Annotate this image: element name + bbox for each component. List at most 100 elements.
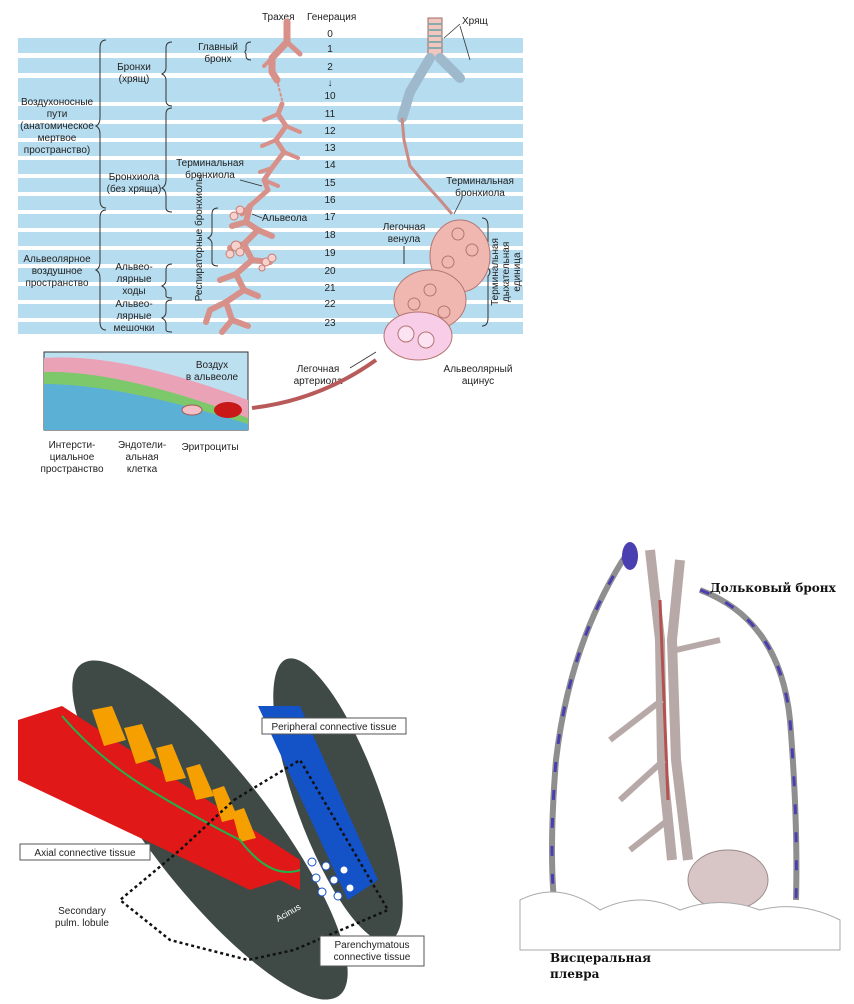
svg-text:Альвео-: Альвео-: [115, 262, 152, 273]
svg-text:дыхательная: дыхательная: [501, 242, 512, 303]
svg-text:лярные: лярные: [116, 274, 152, 285]
label-air-in-alveola: Воздух в альвеоле: [186, 360, 239, 383]
generation-number: 17: [324, 212, 336, 223]
subzone-alveolar-sacs: Альвео- лярные мешочки: [114, 299, 155, 334]
generation-number: 16: [324, 195, 336, 206]
lobule-sketch: [519, 542, 841, 951]
airway-3d-trachea: [397, 17, 465, 215]
generation-number: 0: [327, 29, 333, 40]
svg-text:пространство: пространство: [25, 278, 89, 289]
zone-airways: Воздухоносные пути (анатомическое мертво…: [20, 97, 94, 156]
label-axial-connective-tissue: Axial connective tissue: [19, 843, 151, 861]
label-endothelial-cell: Эндотели- альная клетка: [118, 440, 166, 475]
subzone-alveolar-ducts: Альвео- лярные ходы: [115, 262, 152, 297]
label-erythrocytes: Эритроциты: [181, 442, 238, 453]
generation-number: 14: [324, 160, 336, 171]
svg-text:циальное: циальное: [50, 452, 95, 463]
svg-text:Терминальная: Терминальная: [446, 176, 514, 187]
svg-text:клетка: клетка: [127, 464, 158, 475]
label-alveola: Альвеола: [262, 213, 308, 224]
label-cartilage: Хрящ: [462, 16, 488, 27]
acinus-alveoli: [307, 857, 355, 901]
svg-text:альная: альная: [125, 452, 158, 463]
svg-text:Главный: Главный: [198, 42, 238, 53]
leader-line: [459, 25, 471, 61]
zone-braces: [94, 39, 491, 333]
svg-text:артериола: артериола: [294, 376, 343, 387]
label-secondary-pulmonary-lobule: Secondary pulm. lobule: [55, 906, 109, 929]
subzone-bronchioles: Бронхиола (без хряща): [107, 172, 162, 195]
label-terminal-bronchiole-right: Терминальная бронхиола: [446, 176, 514, 199]
svg-text:пространство): пространство): [24, 145, 90, 156]
svg-text:пути: пути: [47, 109, 68, 120]
svg-text:(без хряща): (без хряща): [107, 183, 162, 195]
svg-text:Axial connective tissue: Axial connective tissue: [34, 848, 136, 859]
svg-text:Терминальная: Терминальная: [490, 238, 501, 306]
generation-number: 15: [324, 178, 336, 189]
svg-text:Secondary: Secondary: [58, 906, 106, 917]
svg-text:Parenchymatous: Parenchymatous: [334, 940, 409, 951]
label-lobular-bronchus: Дольковый бронх: [710, 581, 837, 595]
cartilage-stripes: [92, 706, 256, 842]
svg-text:Peripheral connective tissue: Peripheral connective tissue: [271, 722, 397, 733]
zone-alveolar-space: Альвеолярное воздушное пространство: [23, 254, 91, 289]
svg-text:(хрящ): (хрящ): [119, 74, 150, 85]
leader-line: [453, 197, 463, 215]
svg-text:Интерсти-: Интерсти-: [49, 440, 96, 451]
axial-red-band: [18, 706, 300, 890]
svg-text:Бронхи: Бронхи: [117, 62, 151, 73]
alveoli-clusters: [225, 205, 277, 272]
generation-number: 23: [324, 318, 336, 329]
svg-text:Воздух: Воздух: [196, 360, 228, 371]
terminal-respiratory-unit: [383, 219, 491, 361]
label-terminal-bronchiole-left: Терминальная бронхиола: [176, 158, 244, 181]
generation-numbers: 0 1 2 ↓ 10 11 12 13 14 15 16 17 18 19 20…: [324, 29, 336, 329]
lobule-connective-tissue-diagram: Acinus Peripheral connective tissue Axia…: [18, 658, 425, 1000]
generation-number: 12: [324, 126, 336, 137]
svg-text:бронх: бронх: [204, 53, 231, 65]
svg-text:Легочная: Легочная: [297, 364, 340, 375]
svg-text:ацинус: ацинус: [462, 376, 494, 387]
svg-text:бронхиола: бронхиола: [185, 169, 235, 181]
svg-text:Альвео-: Альвео-: [115, 299, 152, 310]
svg-text:единица: единица: [512, 252, 523, 292]
leader-line: [443, 23, 461, 39]
leader-line: [251, 213, 263, 219]
subzone-bronchi: Бронхи (хрящ): [117, 62, 151, 85]
svg-text:Альвеолярный: Альвеолярный: [444, 364, 513, 375]
label-alveolar-acinus: Альвеолярный ацинус: [444, 364, 513, 387]
svg-text:Терминальная: Терминальная: [176, 158, 244, 169]
svg-text:мертвое: мертвое: [38, 133, 77, 144]
svg-text:венула: венула: [388, 234, 421, 245]
peripheral-blue-band: [258, 706, 378, 900]
leader-line: [239, 179, 263, 187]
generation-number: 13: [324, 143, 336, 154]
svg-text:бронхиола: бронхиола: [455, 187, 505, 199]
svg-text:connective tissue: connective tissue: [334, 952, 411, 963]
label-peripheral-connective-tissue: Peripheral connective tissue: [261, 717, 407, 735]
secondary-lobule-outline: [118, 758, 390, 962]
svg-text:мешочки: мешочки: [114, 323, 155, 334]
generation-number: 2: [327, 62, 333, 73]
label-terminal-respiratory-unit: Терминальная дыхательная единица: [490, 238, 523, 306]
svg-text:Эндотели-: Эндотели-: [118, 440, 166, 451]
label-main-bronchus: Главный бронх: [198, 42, 238, 65]
alveolar-capillary-inset: [43, 351, 249, 431]
label-visceral-pleura-line2: плевра: [550, 967, 600, 981]
svg-text:воздушное: воздушное: [32, 266, 83, 277]
generation-number: 1: [327, 44, 333, 55]
generation-number: 21: [324, 283, 336, 294]
generation-number: 10: [324, 91, 336, 102]
svg-text:пространство: пространство: [40, 464, 104, 475]
magnify-arrow-icon: [251, 358, 378, 410]
label-parenchymatous-connective-tissue: Parenchymatous connective tissue: [319, 935, 425, 967]
airway-generations-diagram: Трахея Генерация 0 1 2 ↓ 10 11 12 13 14 …: [18, 12, 523, 475]
svg-text:Воздухоносные: Воздухоносные: [21, 97, 94, 108]
generation-number: 18: [324, 230, 336, 241]
generation-number: 20: [324, 266, 336, 277]
trachea-header: Трахея: [262, 12, 295, 23]
svg-text:ходы: ходы: [122, 286, 145, 297]
svg-text:в альвеоле: в альвеоле: [186, 372, 239, 383]
svg-text:Легочная: Легочная: [383, 222, 426, 233]
